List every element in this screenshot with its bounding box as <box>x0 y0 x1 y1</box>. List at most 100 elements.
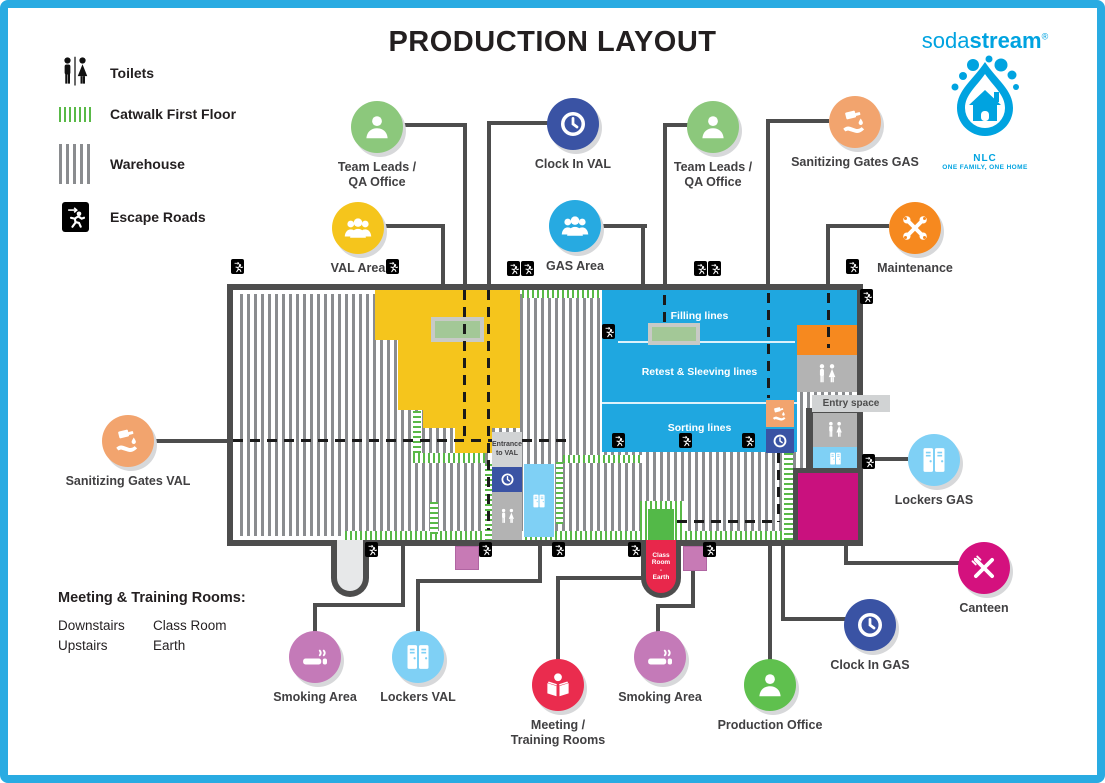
filling-lines-label: Filling lines <box>670 310 729 322</box>
catwalk-strip <box>345 531 790 540</box>
connector-line <box>828 224 889 228</box>
escape-route-line <box>777 453 780 522</box>
escape-roads-icon <box>703 542 716 557</box>
connector-line <box>601 224 647 228</box>
catwalk-strip <box>522 290 601 298</box>
lockers-block <box>813 447 857 469</box>
cigarette-icon <box>648 649 672 665</box>
toilets-icon <box>819 363 836 382</box>
escape-roads-icon <box>552 542 565 557</box>
sorting-lines-label: Sorting lines <box>667 422 732 434</box>
callout-team-leads-qa-office-val <box>351 101 403 153</box>
clock-block <box>766 429 794 453</box>
catwalk-strip <box>556 462 563 524</box>
forkknife-icon <box>971 555 994 578</box>
callout-lockers-val <box>392 631 444 683</box>
connector-line <box>656 604 695 608</box>
legend-item-escape: Escape Roads <box>58 202 206 232</box>
loading-bay <box>331 540 369 597</box>
clock-icon <box>501 473 513 486</box>
smoking-spot-marker <box>455 546 479 570</box>
clock-icon <box>773 434 787 448</box>
callout-label-team-leads-qa-office-gas: Team Leads / QA Office <box>673 160 753 189</box>
callout-smoking-area-1 <box>289 631 341 683</box>
sanitizing-gate-block <box>766 400 794 427</box>
escape-roads-icon <box>231 259 244 274</box>
meeting-rooms-heading: Meeting & Training Rooms: <box>58 590 246 606</box>
sanitize-icon <box>116 429 138 452</box>
catwalk-swatch <box>59 106 91 122</box>
line-separator <box>618 341 795 343</box>
connector-line <box>313 603 317 632</box>
callout-lockers-gas <box>908 434 960 486</box>
callout-label-smoking-area-2: Smoking Area <box>618 690 702 704</box>
canteen-area <box>793 468 858 540</box>
catwalk-strip <box>430 502 438 534</box>
group-icon <box>344 218 372 238</box>
connector-line <box>487 121 491 285</box>
connector-line <box>441 224 445 285</box>
reading-icon <box>547 673 569 697</box>
escape-route-line <box>663 295 666 325</box>
connector-line <box>403 123 465 127</box>
callout-team-leads-qa-office-gas <box>687 101 739 153</box>
callout-smoking-area-2 <box>634 631 686 683</box>
escape-route-line <box>677 520 777 523</box>
nlc-label: NLC <box>973 153 997 164</box>
callout-label-sanitizing-gates-gas: Sanitizing Gates GAS <box>791 155 919 169</box>
toilets-block <box>813 413 857 447</box>
escape-roads-icon <box>628 542 641 557</box>
connector-line <box>416 579 420 632</box>
toilets-icon <box>829 421 842 437</box>
cigarette-icon <box>303 649 327 665</box>
tools-icon <box>903 216 927 240</box>
escape-roads-icon <box>860 289 873 304</box>
escape-roads-icon <box>365 542 378 557</box>
callout-clock-in-val <box>547 98 599 150</box>
group-icon <box>561 216 589 236</box>
office-block <box>652 327 696 341</box>
connector-line <box>416 579 542 583</box>
clock-block <box>492 467 522 492</box>
connector-line <box>844 561 960 565</box>
escape-roads-icon <box>521 261 534 276</box>
callout-label-lockers-val: Lockers VAL <box>380 690 456 704</box>
sodastream-logo: sodastream® NLC ONE FAMILY, ONE HOME <box>880 28 1090 171</box>
catwalk-strip <box>563 455 643 463</box>
connector-line <box>401 546 405 605</box>
escape-roads-icon <box>862 454 875 469</box>
connector-line <box>766 119 770 285</box>
connector-line <box>768 546 772 660</box>
connector-line <box>556 576 560 660</box>
catwalk-strip <box>784 453 793 540</box>
production-office-block <box>648 509 674 540</box>
connector-line <box>844 540 848 563</box>
connector-line <box>781 546 785 619</box>
clock-icon <box>858 613 882 637</box>
escape-roads-icon <box>708 261 721 276</box>
catwalk-strip <box>413 453 485 463</box>
callout-val-area <box>332 202 384 254</box>
escape-roads-icon <box>61 202 89 232</box>
escape-route-line <box>463 290 466 440</box>
callout-maintenance <box>889 202 941 254</box>
callout-clock-in-gas <box>844 599 896 651</box>
connector-line <box>313 603 405 607</box>
entry-space-label: Entry space <box>812 395 890 412</box>
connector-line <box>656 604 660 632</box>
person-icon <box>366 116 388 139</box>
legend-item-toilets: Toilets <box>58 56 154 90</box>
escape-route-line <box>487 290 490 530</box>
connector-line <box>768 119 829 123</box>
person-icon <box>759 674 781 697</box>
toilets-icon <box>501 508 514 523</box>
connector-line <box>463 123 467 285</box>
class-room-earth: Class Room - Earth <box>641 540 681 598</box>
connector-line <box>691 571 695 606</box>
callout-label-val-area: VAL Area <box>330 261 386 275</box>
escape-route-line <box>767 293 770 398</box>
callout-gas-area <box>549 200 601 252</box>
callout-label-lockers-gas: Lockers GAS <box>894 493 974 507</box>
